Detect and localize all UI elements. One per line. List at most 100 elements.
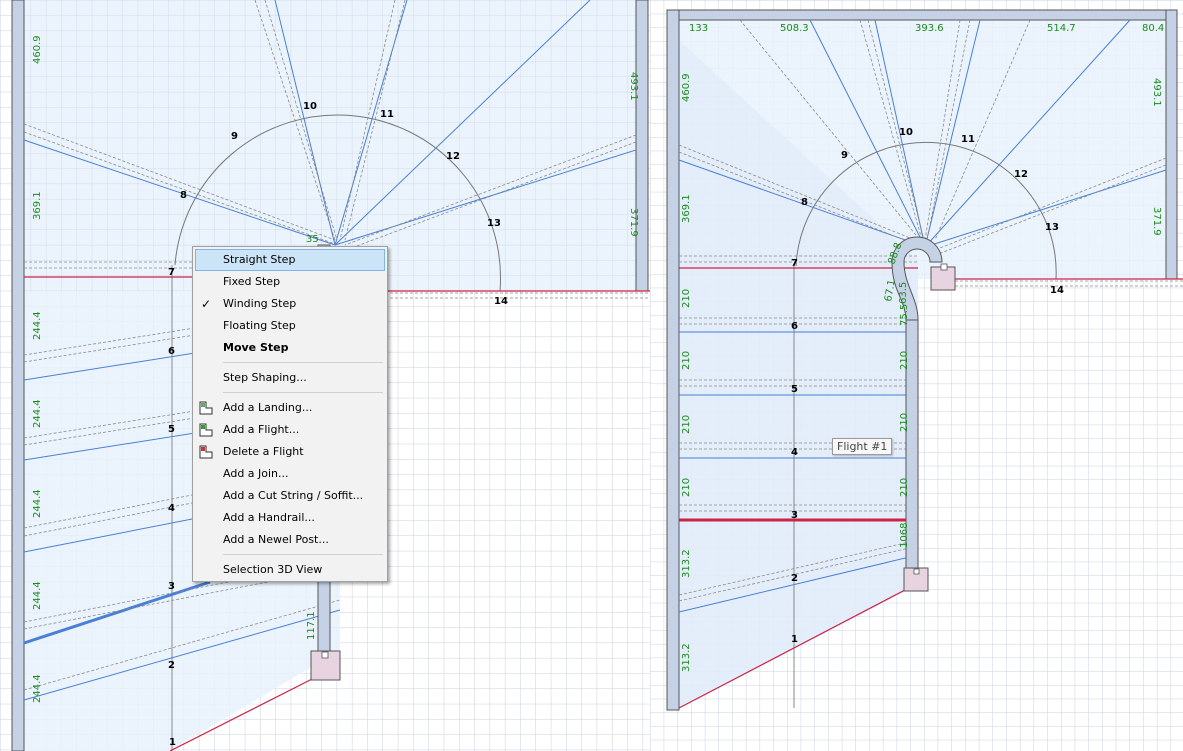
newel-post[interactable]	[930, 266, 956, 291]
menu-item-label: Step Shaping...	[223, 371, 307, 384]
menu-item-selection-3d-view[interactable]: Selection 3D View	[193, 559, 387, 581]
step-number: 2	[791, 573, 798, 584]
menu-item-add-a-landing[interactable]: Add a Landing...	[193, 397, 387, 419]
step-number: 13	[487, 218, 501, 229]
menu-item-add-a-handrail[interactable]: Add a Handrail...	[193, 507, 387, 529]
top-wall[interactable]	[666, 9, 1167, 21]
step-number: 1	[791, 634, 798, 645]
menu-item-fixed-step[interactable]: Fixed Step	[193, 271, 387, 293]
step-number: 1	[169, 737, 176, 748]
menu-item-label: Add a Handrail...	[223, 511, 315, 524]
dimension-label: 371.9	[1151, 207, 1162, 236]
dimension-label: 210	[681, 415, 692, 434]
dimension-label: 244.4	[32, 581, 43, 610]
step-number: 11	[380, 109, 394, 120]
step-number: 7	[791, 258, 798, 269]
step-number: 2	[168, 660, 175, 671]
menu-item-label: Fixed Step	[223, 275, 281, 288]
right-wall[interactable]	[1165, 9, 1178, 280]
menu-item-winding-step[interactable]: ✓Winding Step	[193, 293, 387, 315]
menu-separator	[223, 362, 383, 363]
right-plan-canvas[interactable]: 1 2 3 4 5 6 7 8 9 10 11 12 13 14 133 508…	[650, 0, 1183, 751]
stringer-curl[interactable]	[891, 236, 943, 321]
dimension-label: 210	[681, 478, 692, 497]
step-number: 9	[231, 131, 238, 142]
step-number: 13	[1045, 222, 1059, 233]
dimension-label: 393.6	[915, 23, 944, 34]
menu-item-label: Add a Join...	[223, 467, 289, 480]
menu-item-straight-step[interactable]: Straight Step	[195, 249, 385, 271]
left-wall[interactable]	[666, 9, 680, 711]
menu-item-add-a-cut-string-soffit[interactable]: Add a Cut String / Soffit...	[193, 485, 387, 507]
step-number: 7	[168, 267, 175, 278]
menu-item-add-a-flight[interactable]: Add a Flight...	[193, 419, 387, 441]
menu-item-delete-a-flight[interactable]: Delete a Flight	[193, 441, 387, 463]
dimension-label: 493.1	[1151, 78, 1162, 107]
menu-separator	[223, 554, 383, 555]
dimension-label: 244.4	[32, 399, 43, 428]
step-number: 10	[899, 127, 913, 138]
menu-item-label: Add a Cut String / Soffit...	[223, 489, 364, 502]
menu-item-label: Straight Step	[223, 253, 296, 266]
flight-tooltip: Flight #1	[832, 438, 893, 455]
step-number: 5	[791, 384, 798, 395]
dimension-label: 210	[899, 351, 910, 370]
menu-separator	[223, 392, 383, 393]
menu-item-step-shaping[interactable]: Step Shaping...	[193, 367, 387, 389]
dimension-label: 508.3	[780, 23, 809, 34]
step-number: 12	[1014, 169, 1028, 180]
dimension-label: 493.1	[628, 72, 639, 101]
dimension-label: 210	[899, 478, 910, 497]
step-number: 9	[841, 150, 848, 161]
step-number: 4	[168, 503, 175, 514]
dimension-label: 514.7	[1047, 23, 1076, 34]
step-number: 10	[303, 101, 317, 112]
dimension-label: 460.9	[32, 35, 43, 64]
step-number: 6	[791, 321, 798, 332]
dimension-label: 63.5	[898, 282, 909, 304]
left-wall[interactable]	[11, 0, 25, 751]
dimension-label: 371.9	[628, 208, 639, 237]
dimension-label: 80.4	[1142, 23, 1164, 34]
menu-item-move-step[interactable]: Move Step	[193, 337, 387, 359]
step-number: 11	[961, 134, 975, 145]
newel-post[interactable]	[903, 567, 929, 592]
menu-item-label: Move Step	[223, 341, 289, 354]
step-number: 3	[791, 510, 798, 521]
menu-item-label: Selection 3D View	[223, 563, 323, 576]
dimension-label: 369.1	[681, 194, 692, 223]
menu-item-label: Delete a Flight	[223, 445, 304, 458]
dimension-label: 244.4	[32, 311, 43, 340]
add-flight-icon	[199, 423, 213, 437]
dimension-label: 313.2	[681, 549, 692, 578]
menu-item-floating-step[interactable]: Floating Step	[193, 315, 387, 337]
menu-item-add-a-newel-post[interactable]: Add a Newel Post...	[193, 529, 387, 551]
dimension-label: 313.2	[681, 643, 692, 672]
right-wall[interactable]	[635, 0, 649, 292]
delete-flight-icon	[199, 445, 213, 459]
menu-item-label: Add a Newel Post...	[223, 533, 329, 546]
step-number: 8	[801, 197, 808, 208]
menu-item-label: Add a Flight...	[223, 423, 300, 436]
dimension-label: 210	[681, 289, 692, 308]
dimension-label: 369.1	[32, 191, 43, 220]
step-number: 12	[446, 151, 460, 162]
dimension-label: 133	[689, 23, 708, 34]
dimension-label: 210	[681, 351, 692, 370]
dimension-label: 75.5	[899, 304, 910, 326]
step-number: 14	[1050, 285, 1064, 296]
checkmark-icon: ✓	[201, 297, 212, 311]
menu-item-label: Floating Step	[223, 319, 296, 332]
step-number: 5	[168, 424, 175, 435]
dimension-label: 244.4	[32, 489, 43, 518]
dimension-label: 244.4	[32, 674, 43, 703]
landing-icon	[199, 401, 213, 415]
step-number: 8	[180, 190, 187, 201]
step-number: 3	[168, 581, 175, 592]
step-number: 6	[168, 346, 175, 357]
dimension-label: 67.1	[883, 279, 898, 303]
menu-item-add-a-join[interactable]: Add a Join...	[193, 463, 387, 485]
dimension-label: 117.1	[306, 611, 317, 640]
dimension-label: 460.9	[681, 73, 692, 102]
